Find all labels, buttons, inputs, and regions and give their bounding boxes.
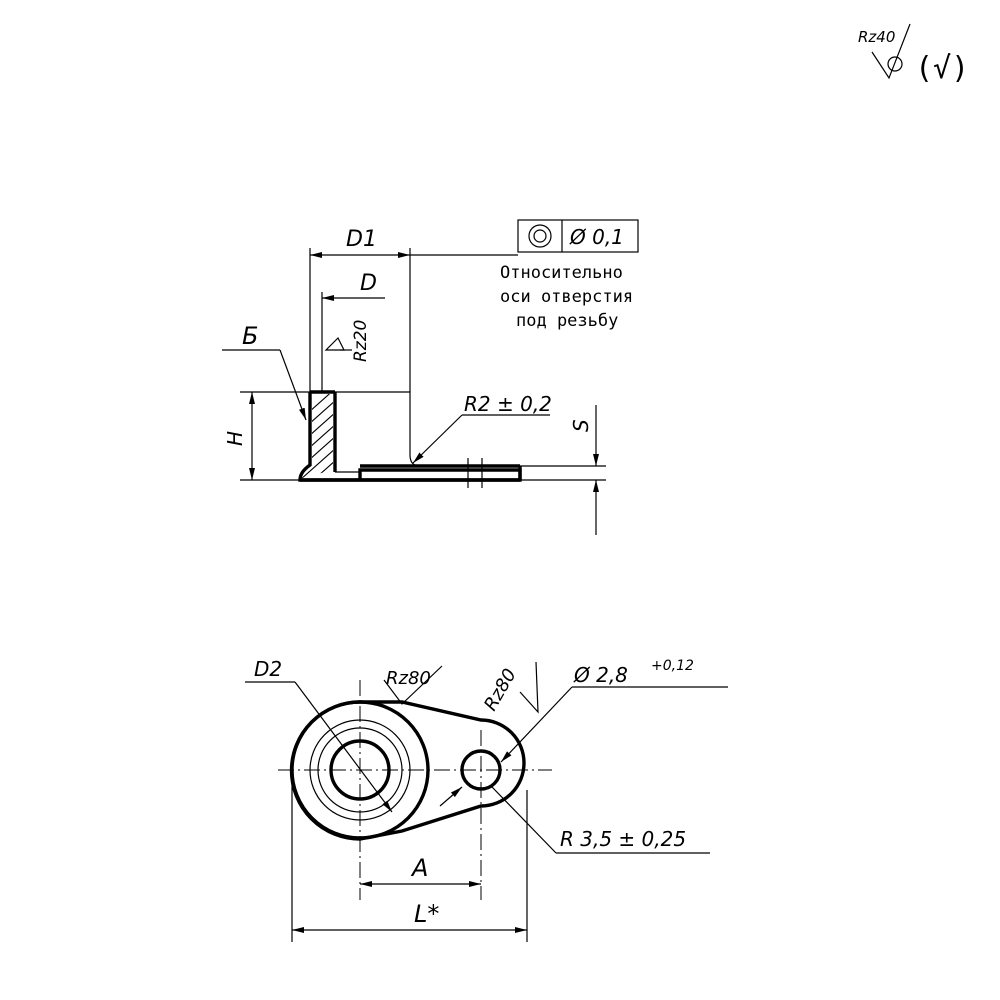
dimension-d1-label: D1 xyxy=(346,227,377,252)
tolerance-note-line-2: оси отверстия xyxy=(500,287,633,307)
tolerance-frame: Ø 0,1 Относительно оси отверстия под рез… xyxy=(500,219,639,331)
boss-outline xyxy=(335,391,421,467)
end-radius-value: R 3,5 ± 0,25 xyxy=(560,827,686,851)
general-roughness-paren: (√) xyxy=(915,51,969,86)
side-view-body-outline xyxy=(298,392,522,482)
edge-roughness-2-icon xyxy=(519,661,539,714)
general-roughness-value: Rz40 xyxy=(858,28,895,46)
hole-diameter-value: Ø 2,8 xyxy=(573,663,628,687)
edge-roughness-1-icon xyxy=(383,665,443,705)
dimension-d-label: D xyxy=(360,271,377,296)
fillet-radius-label: R2 ± 0,2 xyxy=(464,392,552,416)
tolerance-frame-box xyxy=(517,219,639,253)
tolerance-value: Ø 0,1 xyxy=(569,225,624,249)
hole-diameter-leader xyxy=(500,686,573,763)
edge-roughness-1-value: Rz80 xyxy=(386,668,431,689)
tolerance-note-line-1: Относительно xyxy=(500,263,623,283)
dimension-l-label: L* xyxy=(414,900,439,928)
bore-roughness-value: Rz20 xyxy=(351,320,371,362)
fillet-radius-leader xyxy=(412,414,463,464)
bore-roughness-icon xyxy=(324,336,345,351)
concentricity-outer-icon xyxy=(528,224,552,248)
roughness-check-icon xyxy=(871,23,911,80)
concentricity-inner-icon xyxy=(533,229,547,243)
d2-leader xyxy=(294,681,393,813)
tolerance-note-line-3: под резьбу xyxy=(516,311,618,331)
side-view: D1 D Rz20 Б H S R2 ± 0,2 xyxy=(222,227,606,535)
general-roughness-symbol: Rz40 (√) xyxy=(858,23,969,86)
top-view: D2 Rz80 Rz80 Ø 2,8 +0,12 R 3,5 ± 0,25 A … xyxy=(245,657,728,942)
roughness-circle-icon xyxy=(887,56,903,72)
section-hatch xyxy=(302,394,333,478)
dimension-h-label: H xyxy=(223,431,247,446)
hole-diameter-tolerance: +0,12 xyxy=(651,658,694,674)
end-radius-leader xyxy=(491,786,557,854)
section-label-leader xyxy=(279,349,307,421)
dimension-d2-label: D2 xyxy=(254,657,282,681)
hole-diameter-arrow-in xyxy=(439,786,463,807)
dimension-s-label: S xyxy=(569,419,593,432)
dimension-a-label: A xyxy=(410,854,428,882)
section-label: Б xyxy=(242,322,258,350)
edge-roughness-2-value: Rz80 xyxy=(480,665,521,714)
